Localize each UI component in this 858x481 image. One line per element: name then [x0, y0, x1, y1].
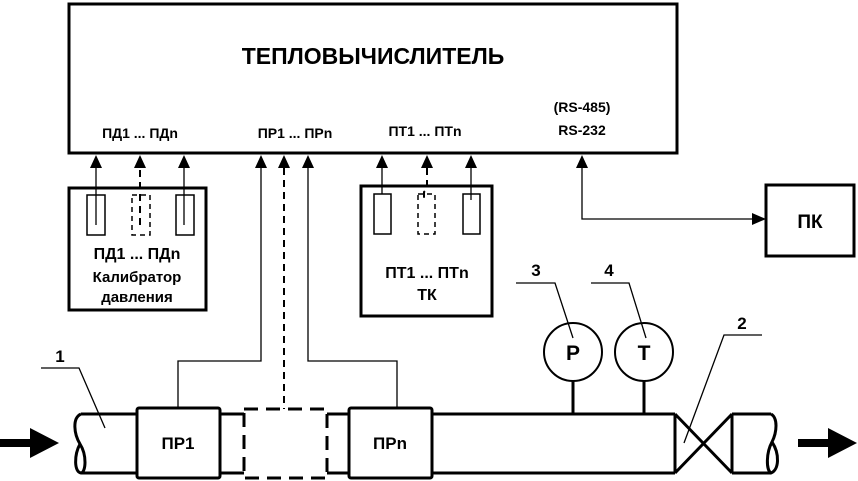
callout-thermometer-leader: [591, 282, 647, 339]
heat-calculator-box: [67, 2, 679, 155]
callout-pipe: 1: [41, 347, 106, 429]
inlet-arrow-head: [30, 428, 59, 458]
thermometer-label: T: [638, 342, 651, 365]
callout-valve-leader: [683, 334, 762, 444]
pressure-gauge-circle: [543, 322, 603, 382]
pressure-inputs-label: ПД1 ... ПДn: [102, 125, 178, 141]
flow-signal-line-n: [307, 168, 398, 407]
arrowhead-flow-middle: [278, 155, 290, 168]
flowmeter-n-label: ПРn: [373, 434, 407, 453]
pressure-gauge: P: [543, 322, 603, 382]
arrowhead-flow-n: [302, 155, 314, 168]
arrowhead-flow-1: [255, 155, 267, 168]
arrowhead-pressure-n: [178, 155, 190, 168]
flowmeter-n-box: [347, 406, 434, 480]
thermo-calibrator: ПТ1 ... ПТn ТК: [359, 184, 494, 318]
flow-signal-line-1: [177, 168, 262, 407]
valve-diagonal-2: [673, 412, 734, 475]
pressure-calibrator: ПД1 ... ПДn Калибратор давления: [67, 186, 208, 312]
outlet-arrow-shaft: [798, 439, 830, 447]
arrowhead-interface: [576, 155, 588, 168]
thermo-calibrator-name: ТК: [417, 287, 437, 304]
arrowhead-temperature-n: [465, 155, 477, 168]
temperature-sensor-middle: [417, 193, 436, 235]
rs485-label: (RS-485): [554, 99, 611, 115]
arrowhead-pressure-1: [90, 155, 102, 168]
callout-pipe-leader: [41, 367, 106, 429]
callout-pipe-number: 1: [55, 347, 64, 366]
heat-calculator-unit: ТЕПЛОВЫЧИСЛИТЕЛЬ ПД1 ... ПДn ПР1 ... ПРn…: [67, 2, 679, 155]
pressure-sensor-n: [175, 194, 195, 236]
pressure-gauge-label: P: [566, 342, 580, 365]
temperature-inputs-label: ПТ1 ... ПТn: [388, 123, 461, 139]
valve: [673, 412, 734, 475]
input-arrowheads: [90, 155, 588, 168]
flowmeter-middle-box: [242, 407, 329, 480]
pressure-calibrator-name-2: давления: [101, 289, 173, 306]
thermometer: T: [614, 322, 674, 382]
pc-box: [764, 183, 856, 258]
callout-pressure-gauge-leader: [516, 282, 574, 339]
thermometer-circle: [614, 322, 674, 382]
pc-label: ПК: [797, 212, 823, 233]
callout-thermometer-number: 4: [604, 261, 614, 280]
outlet-arrow-head: [828, 428, 857, 458]
pipe-outlet-break: [765, 412, 779, 475]
arrowhead-pressure-middle: [134, 155, 146, 168]
heat-calculator-title: ТЕПЛОВЫЧИСЛИТЕЛЬ: [242, 43, 505, 69]
flow-inputs-label: ПР1 ... ПРn: [258, 125, 333, 141]
callout-valve-number: 2: [737, 314, 746, 333]
callout-pressure-gauge-number: 3: [531, 261, 540, 280]
inlet-arrow-shaft: [0, 439, 32, 447]
callout-thermometer: 4: [591, 261, 647, 339]
pressure-sensors-label: ПД1 ... ПДn: [94, 246, 181, 263]
pc-link-line: [581, 168, 752, 220]
pc-unit: ПК: [764, 183, 856, 258]
temperature-sensors-label: ПТ1 ... ПТn: [385, 265, 468, 282]
arrowhead-temperature-1: [376, 155, 388, 168]
arrowhead-temperature-middle: [421, 155, 433, 168]
flowmeter-1-label: ПР1: [161, 434, 194, 453]
pipeline: ПР1 ПРn: [0, 381, 857, 480]
temperature-signal-line-middle: [423, 168, 428, 200]
rs232-label: RS-232: [558, 122, 606, 138]
callout-valve: 2: [683, 314, 762, 444]
pressure-calibrator-name-1: Калибратор: [93, 269, 182, 286]
pipe-inlet-break: [73, 412, 87, 475]
arrowhead-pc: [752, 213, 766, 225]
callout-pressure-gauge: 3: [516, 261, 574, 339]
temperature-sensor-1: [373, 193, 392, 235]
flowmeter-1-box: [135, 406, 222, 480]
